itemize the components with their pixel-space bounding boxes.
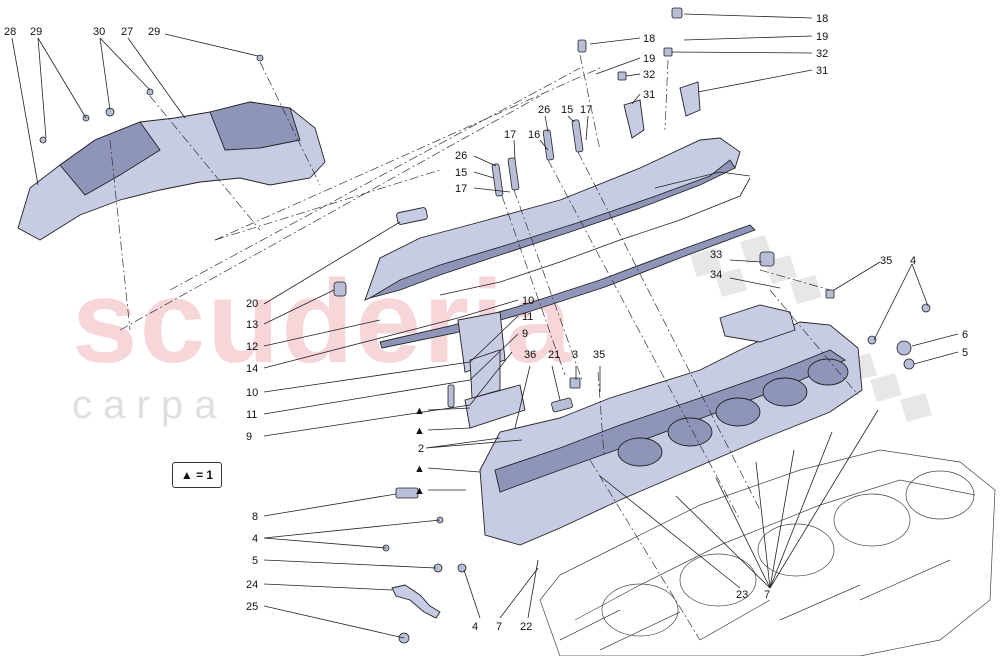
label-10: 10 xyxy=(522,295,534,307)
label-5: 5 xyxy=(252,555,258,567)
label-35: 35 xyxy=(880,255,892,267)
label-33: 33 xyxy=(710,249,722,261)
label-9: 9 xyxy=(246,431,252,443)
label-4: 4 xyxy=(910,255,916,267)
label-7: 7 xyxy=(496,621,502,633)
seal-strip xyxy=(379,224,756,349)
label-4: 4 xyxy=(252,533,258,545)
label-6: 6 xyxy=(962,329,968,341)
triangle-marker: ▲ xyxy=(414,463,425,475)
label-29: 29 xyxy=(148,26,160,38)
leader-lines xyxy=(11,13,959,639)
label-13: 13 xyxy=(246,319,258,331)
label-22: 22 xyxy=(520,621,532,633)
label-23: 23 xyxy=(736,589,748,601)
label-18: 18 xyxy=(643,33,655,45)
triangle-marker: ▲ xyxy=(414,425,425,437)
label-17: 17 xyxy=(455,183,467,195)
label-31: 31 xyxy=(643,89,655,101)
label-9: 9 xyxy=(522,328,528,340)
label-4: 4 xyxy=(472,621,478,633)
label-19: 19 xyxy=(643,53,655,65)
engine-block xyxy=(539,449,996,656)
heat-shield xyxy=(17,101,326,241)
cam-cover xyxy=(364,137,741,301)
label-8: 8 xyxy=(252,511,258,523)
label-2: 2 xyxy=(418,443,424,455)
label-21: 21 xyxy=(548,349,560,361)
label-31: 31 xyxy=(816,65,828,77)
label-12: 12 xyxy=(246,341,258,353)
label-28: 28 xyxy=(4,26,16,38)
label-34: 34 xyxy=(710,269,722,281)
pipe-line xyxy=(439,177,751,296)
watermark-sub: c a r p a xyxy=(72,383,217,427)
label-17: 17 xyxy=(580,104,592,116)
label-20: 20 xyxy=(246,298,258,310)
label-26: 26 xyxy=(538,104,550,116)
label-30: 30 xyxy=(93,26,105,38)
triangle-marker: ▲ xyxy=(414,405,425,417)
label-14: 14 xyxy=(246,363,258,375)
label-7: 7 xyxy=(764,589,770,601)
small-parts xyxy=(39,7,931,644)
label-10: 10 xyxy=(246,387,258,399)
label-5: 5 xyxy=(962,347,968,359)
label-17: 17 xyxy=(504,129,516,141)
label-11: 11 xyxy=(522,311,533,323)
assembly-lines xyxy=(109,54,859,641)
label-35: 35 xyxy=(593,349,605,361)
label-27: 27 xyxy=(121,26,133,38)
label-29: 29 xyxy=(30,26,42,38)
label-18: 18 xyxy=(816,13,828,25)
legend-text: ▲ = 1 xyxy=(180,468,214,482)
pipe-line-2 xyxy=(654,171,751,189)
triangle-marker: ▲ xyxy=(414,485,425,497)
label-32: 32 xyxy=(643,69,655,81)
callout-labels: 18 19 32 31 18 19 32 31 28 29 30 27 29 2… xyxy=(4,13,968,633)
label-36: 36 xyxy=(524,349,536,361)
label-24: 24 xyxy=(246,579,258,591)
label-25: 25 xyxy=(246,601,258,613)
legend-box: ▲ = 1 xyxy=(172,462,222,488)
intake-ports xyxy=(617,358,849,467)
label-19: 19 xyxy=(816,31,828,43)
label-32: 32 xyxy=(816,48,828,60)
label-15: 15 xyxy=(455,167,467,179)
label-3: 3 xyxy=(572,349,578,361)
triangle-markers: ▲ ▲ ▲ ▲ xyxy=(414,405,425,497)
cylinder-head xyxy=(479,304,863,546)
label-11: 11 xyxy=(246,409,257,421)
label-26: 26 xyxy=(455,150,467,162)
label-16: 16 xyxy=(528,129,540,141)
label-15: 15 xyxy=(561,104,573,116)
